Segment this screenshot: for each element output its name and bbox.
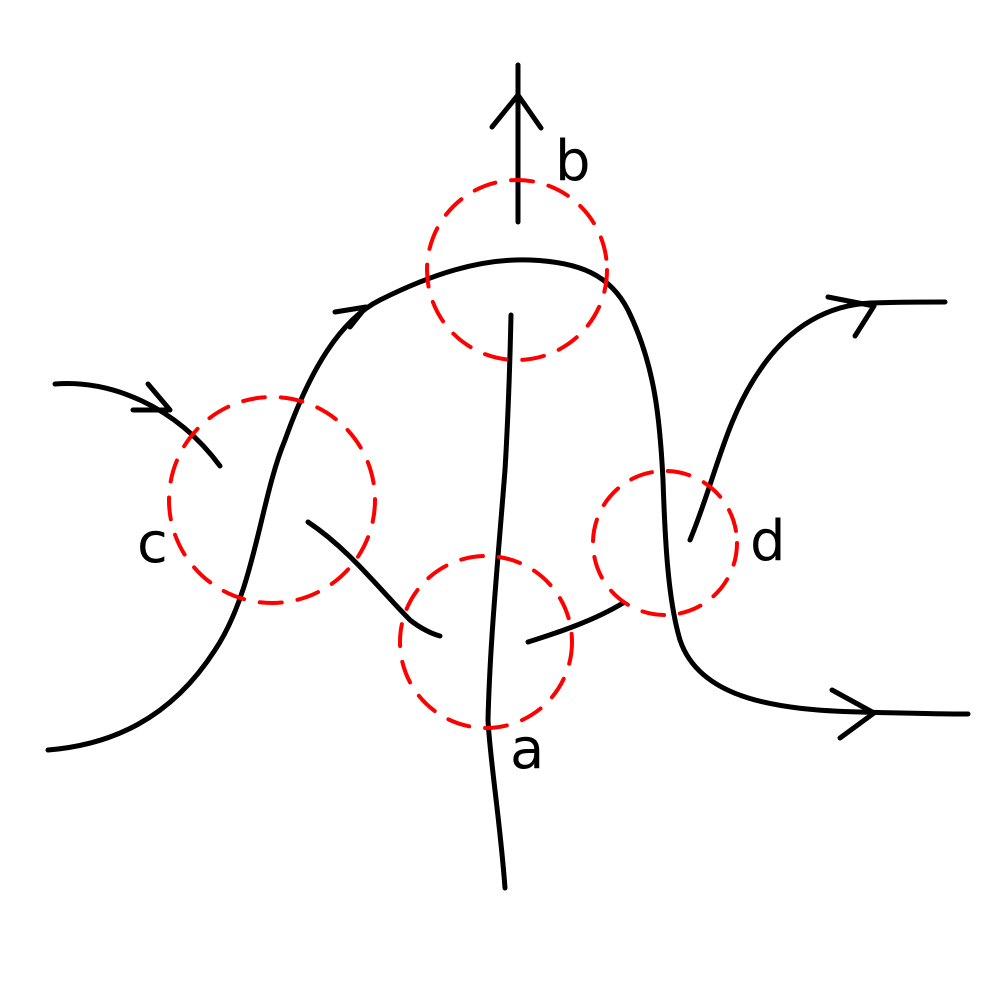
crossing-circle-a xyxy=(398,554,574,730)
label-b: b xyxy=(555,129,591,194)
strand-middle-left xyxy=(305,519,443,639)
label-c: c xyxy=(137,511,168,576)
arrow-right-icon xyxy=(825,294,877,339)
crossing-circle-d xyxy=(591,469,739,617)
strand-vertical-lower xyxy=(485,312,514,891)
crossing-circle-b xyxy=(425,178,609,362)
arrow-up-icon xyxy=(489,92,544,131)
strand-arch xyxy=(45,257,971,753)
label-d: d xyxy=(750,509,786,574)
strand-left-top xyxy=(52,381,223,469)
strand-right-top xyxy=(687,299,948,543)
crossing-circle-c xyxy=(167,395,377,605)
arrow-right-icon xyxy=(829,687,877,741)
label-a: a xyxy=(510,717,544,782)
arrow-right-icon xyxy=(130,381,173,413)
arrow-right-icon xyxy=(332,304,369,330)
strand-middle-right xyxy=(525,600,626,645)
